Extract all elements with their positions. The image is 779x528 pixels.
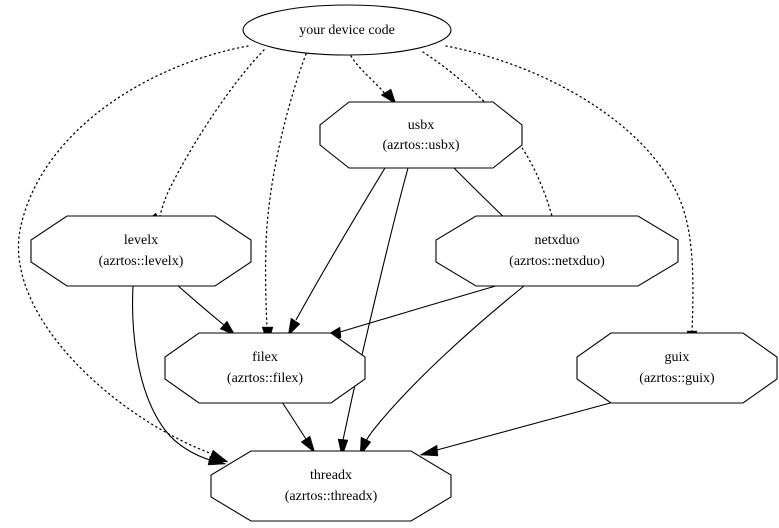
edge-path: [365, 285, 525, 442]
edge-path: [264, 53, 307, 328]
node-shape-octagon: [164, 332, 366, 404]
edge-path: [342, 167, 409, 441]
edge-filex-to-threadx: [281, 401, 316, 454]
node-label-line1: usbx: [408, 118, 434, 133]
node-label-line2: (azrtos::netxduo): [509, 254, 605, 269]
node-netxduo[interactable]: netxduo (azrtos::netxduo): [435, 215, 679, 287]
arrow-head: [300, 435, 316, 454]
edge-path: [159, 49, 265, 217]
edge-netxduo-to-threadx: [359, 285, 525, 457]
node-label-line2: (azrtos::levelx): [99, 254, 184, 269]
edge-usbx-to-filex: [287, 167, 386, 337]
edge-guix-to-threadx: [419, 398, 626, 457]
node-label-line1: filex: [252, 350, 278, 365]
edge-path: [132, 285, 214, 462]
node-label-line2: (azrtos::guix): [639, 371, 715, 386]
node-shape-octagon: [576, 332, 778, 404]
arrow-head: [419, 444, 439, 457]
edge-levelx-to-threadx: [132, 285, 227, 466]
node-your-device-code[interactable]: your device code: [242, 4, 452, 56]
edge-path: [350, 55, 386, 95]
node-levelx[interactable]: levelx (azrtos::levelx): [30, 215, 252, 287]
node-usbx[interactable]: usbx (azrtos::usbx): [319, 101, 523, 169]
node-guix[interactable]: guix (azrtos::guix): [576, 332, 778, 404]
node-label-line2: (azrtos::threadx): [285, 489, 378, 504]
arrow-head: [219, 320, 236, 336]
edge-path: [422, 51, 553, 217]
node-shape-octagon: [210, 450, 452, 522]
edge-device-to-levelx: [147, 49, 265, 232]
arrow-head: [337, 438, 349, 458]
edge-device-to-filex: [261, 53, 307, 345]
edge-path: [281, 401, 307, 440]
node-layer: your device code usbx (azrtos::usbx) lev…: [30, 4, 778, 522]
edge-usbx-to-threadx: [337, 167, 409, 458]
node-threadx[interactable]: threadx (azrtos::threadx): [210, 450, 452, 522]
node-filex[interactable]: filex (azrtos::filex): [164, 332, 366, 404]
arrow-head: [287, 317, 301, 337]
node-label-line1: guix: [665, 350, 690, 365]
edge-levelx-to-filex: [176, 284, 236, 336]
node-label-line1: levelx: [124, 233, 158, 248]
edge-path: [295, 167, 386, 321]
node-shape-octagon: [30, 215, 252, 287]
edge-path: [339, 284, 500, 333]
node-label-line1: netxduo: [534, 233, 579, 248]
edge-device-to-usbx: [350, 55, 397, 105]
node-shape-octagon: [319, 101, 523, 169]
edge-path: [436, 398, 626, 451]
edge-path: [445, 45, 694, 333]
node-shape-ellipse: [242, 4, 452, 56]
node-label-line1: threadx: [310, 468, 352, 483]
node-shape-octagon: [435, 215, 679, 287]
node-label-line1: your device code: [299, 23, 395, 38]
arrow-head: [380, 88, 397, 105]
arrow-head: [207, 455, 227, 466]
edge-netxduo-to-filex: [322, 284, 500, 339]
node-label-line2: (azrtos::usbx): [383, 138, 460, 153]
edge-path: [176, 284, 225, 326]
edge-path: [452, 166, 510, 223]
node-label-line2: (azrtos::filex): [227, 371, 304, 386]
